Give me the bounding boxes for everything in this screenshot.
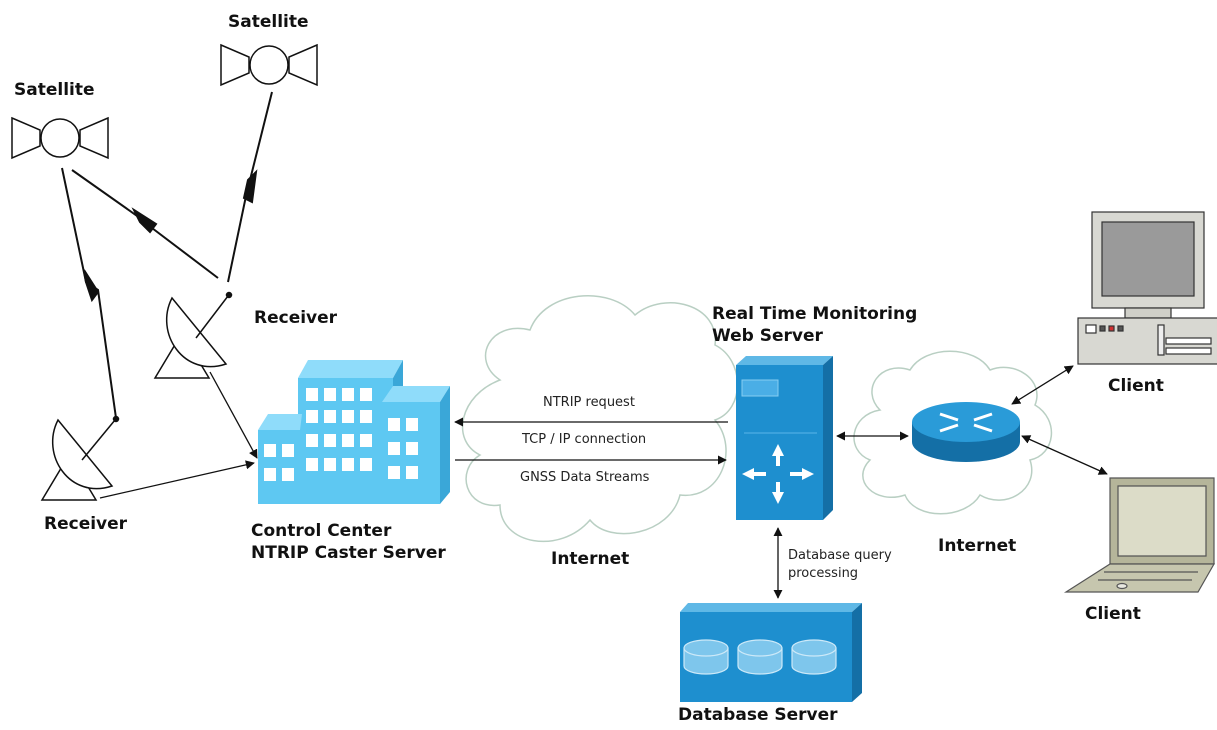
receiver-left-icon [40,415,120,501]
client-desktop-icon [1077,211,1217,365]
satellite-left-label: Satellite [14,80,95,100]
web-server-label-line1: Real Time Monitoring [712,304,918,324]
satellite-left-icon [11,116,109,160]
web-server-label-line2: Web Server [712,326,823,346]
internet-cloud-left [461,295,739,543]
client-links [1011,365,1108,475]
control-center-label: Control Center NTRIP Caster Server [251,520,446,564]
satellite-right-label: Satellite [228,12,309,32]
receiver-left-label: Receiver [44,514,128,534]
database-server-label: Database Server [678,705,838,725]
tcp-ip-label: TCP / IP connection [522,432,647,447]
db-query-label-line1: Database query [788,548,892,563]
db-query-label-line2: processing [788,566,859,581]
database-server-icon [680,603,862,702]
client-laptop-label: Client [1085,604,1141,624]
control-center-label-line1: Control Center [251,521,392,541]
web-server-icon [736,356,833,520]
gnss-streams-label: GNSS Data Streams [520,470,650,485]
db-query-label: Database query processing [788,547,892,583]
control-center-building-icon [258,360,450,504]
receiver-links [99,371,258,499]
receiver-right-icon [153,291,233,379]
client-desktop-label: Client [1108,376,1164,396]
ntrip-request-label: NTRIP request [543,395,635,410]
control-center-label-line2: NTRIP Caster Server [251,543,446,563]
client-laptop-icon [1063,477,1216,593]
internet-right-label: Internet [938,536,1017,556]
router-icon [912,402,1020,462]
receiver-right-label: Receiver [254,308,338,328]
ntrip-arrows [454,417,728,465]
web-server-label: Real Time Monitoring Web Server [712,303,917,347]
satellite-right-icon [220,43,318,87]
signal-links [61,91,273,419]
internet-left-label: Internet [551,549,630,569]
